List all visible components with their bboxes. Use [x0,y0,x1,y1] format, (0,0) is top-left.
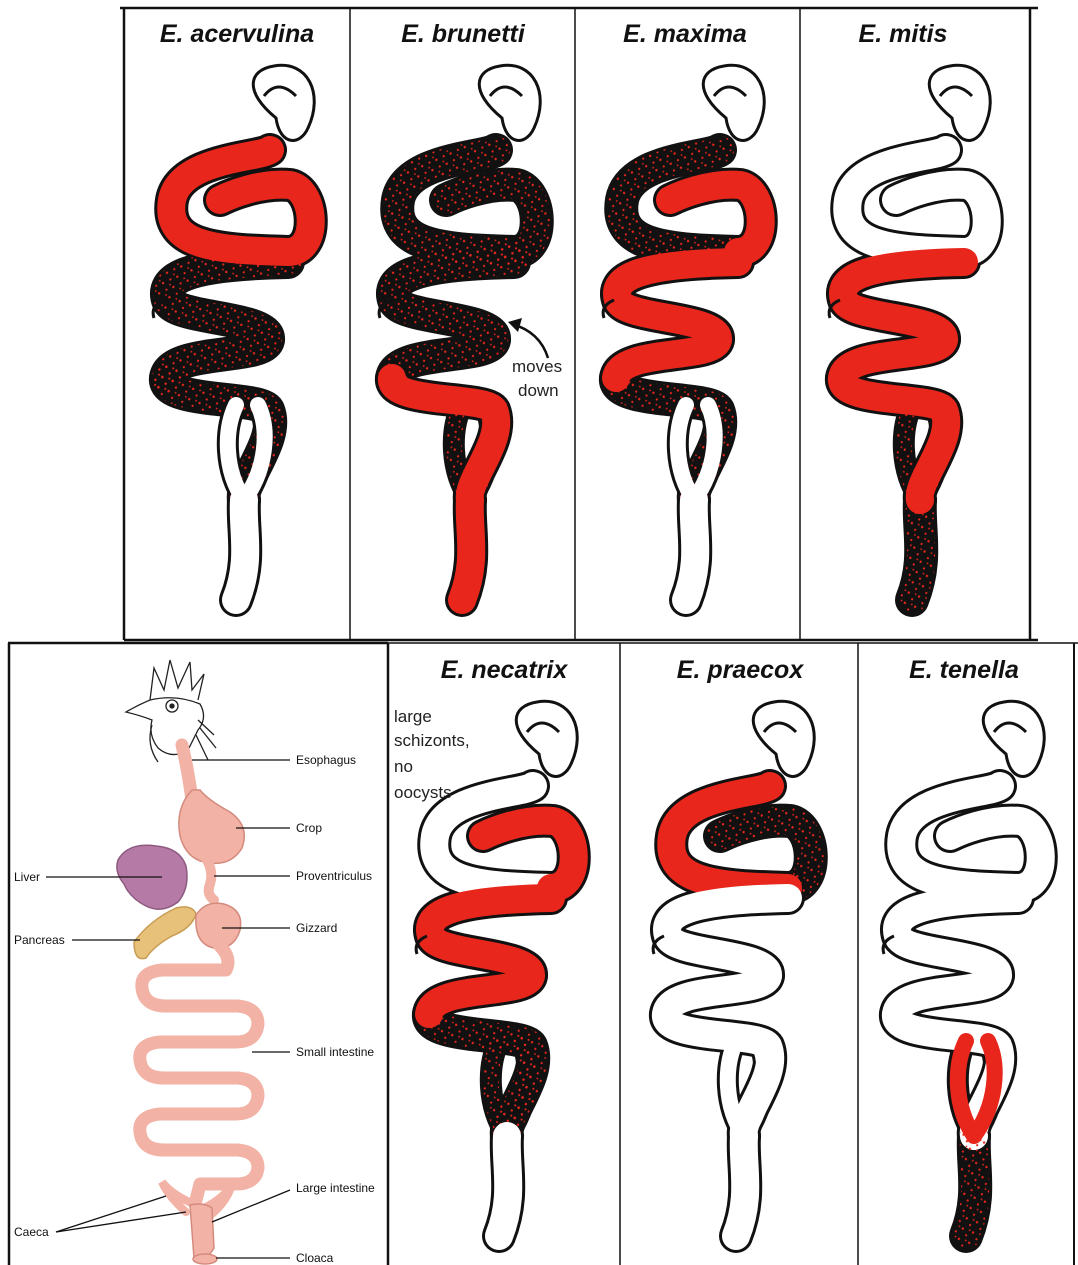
panel-title-brunetti: E. brunetti [401,20,526,48]
necatrix-note-line-1: large [394,707,432,726]
gut-diagrams [153,65,1044,1236]
gut-maxima [603,65,764,600]
label-proventriculus: Proventriculus [296,869,372,883]
gizzard-outline [253,65,314,140]
chicken-digestive-anatomy: Esophagus Crop Liver Proventriculus Panc… [14,660,375,1265]
necatrix-note-line-4: oocysts [394,783,452,802]
gizzard-outline [703,65,764,140]
segment-fill-rectum [686,500,695,600]
segment-fill-rectum [499,1136,508,1236]
label-pancreas: Pancreas [14,933,65,947]
panel-title-praecox: E. praecox [677,656,805,684]
panel-title-tenella: E. tenella [909,656,1019,684]
label-crop: Crop [296,821,322,835]
label-caeca: Caeca [14,1225,49,1239]
small-intestine [140,946,258,1200]
brunetti-note: moves down [508,318,562,400]
label-cloaca: Cloaca [296,1251,334,1265]
label-small-intestine: Small intestine [296,1045,374,1059]
necatrix-note: large schizonts, no oocysts [394,707,470,802]
gut-mitis [829,65,990,600]
rooster-head-icon [126,660,216,762]
gizzard-outline [479,65,540,140]
panel-title-acervulina: E. acervulina [160,20,314,48]
gizzard-outline [983,701,1044,776]
gizzard-outline [929,65,990,140]
segment-fill-rectum [462,500,471,600]
segment-fill-rectum [966,1136,975,1236]
label-esophagus: Esophagus [296,753,356,767]
gut-tenella [883,701,1044,1236]
gut-necatrix [416,701,577,1236]
panel-title-maxima: E. maxima [623,20,747,48]
crop [179,790,244,863]
label-gizzard: Gizzard [296,921,337,935]
segment-fill-rectum [736,1136,745,1236]
gut-brunetti [379,65,540,600]
segment-fill-rectum [912,500,921,600]
segment-fill-rectum [236,500,245,600]
label-liver: Liver [14,870,40,884]
gut-praecox [653,701,814,1236]
label-large-intestine: Large intestine [296,1181,375,1195]
panel-title-necatrix: E. necatrix [441,656,569,684]
gut-acervulina [153,65,314,600]
panel-title-mitis: E. mitis [859,20,948,48]
arrow-head [508,318,522,332]
brunetti-note-line-2: down [518,381,559,400]
brunetti-note-line-1: moves [512,357,562,376]
large-intestine [190,1204,214,1259]
cloaca [193,1254,217,1264]
necatrix-note-line-2: schizonts, [394,731,470,750]
gizzard-outline [753,701,814,776]
gizzard-outline [516,701,577,776]
pancreas [134,907,196,959]
proventriculus [206,858,214,900]
necatrix-note-line-3: no [394,757,413,776]
